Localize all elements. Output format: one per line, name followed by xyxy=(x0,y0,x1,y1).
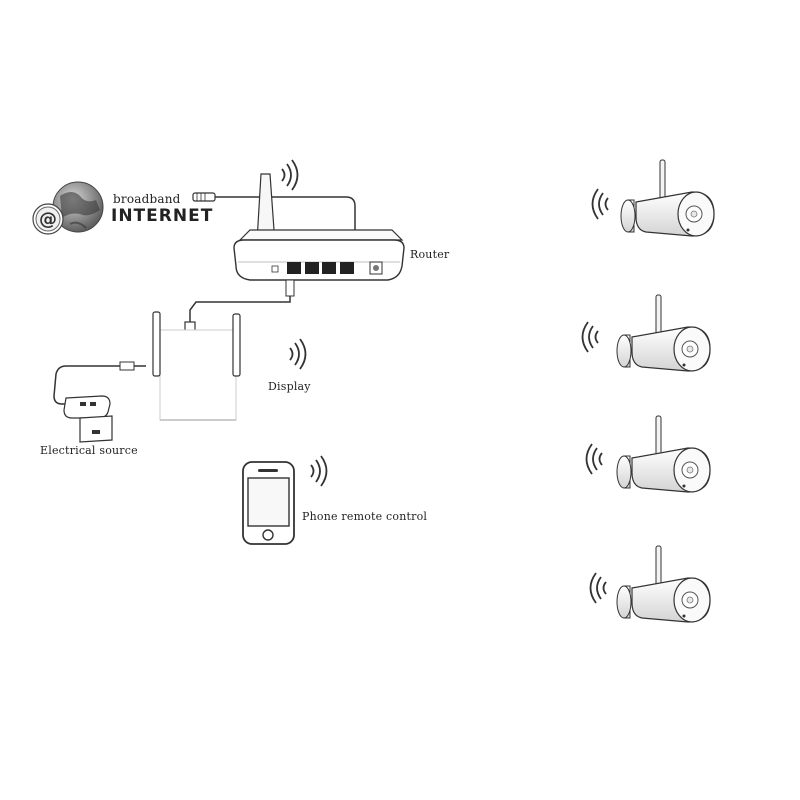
display-icon xyxy=(152,311,241,421)
camera-icon xyxy=(616,294,711,372)
power-adapter-icon xyxy=(53,361,146,419)
phone-label: Phone remote control xyxy=(302,510,428,523)
svg-text:@: @ xyxy=(39,209,57,230)
broadband-cable xyxy=(192,192,361,251)
phone-icon xyxy=(242,461,295,545)
camera-icon xyxy=(616,545,711,623)
electrical-source-label: Electrical source xyxy=(40,444,138,457)
router-label: Router xyxy=(410,248,450,261)
wifi-signal-icon xyxy=(310,455,328,487)
internet-label: INTERNET xyxy=(111,206,214,226)
globe-icon xyxy=(52,181,104,233)
wall-socket-icon xyxy=(79,415,113,443)
display-label: Display xyxy=(268,380,311,393)
at-sign-icon: @ xyxy=(32,203,64,235)
wifi-signal-icon xyxy=(591,188,609,220)
camera-icon xyxy=(616,415,711,493)
router-icon xyxy=(233,173,405,281)
wifi-signal-icon xyxy=(581,321,599,353)
wifi-signal-icon xyxy=(289,338,307,370)
wifi-signal-icon xyxy=(281,159,299,191)
wifi-signal-icon xyxy=(585,443,603,475)
camera-icon xyxy=(620,159,715,237)
wifi-signal-icon xyxy=(589,572,607,604)
broadband-label: broadband xyxy=(113,192,181,206)
